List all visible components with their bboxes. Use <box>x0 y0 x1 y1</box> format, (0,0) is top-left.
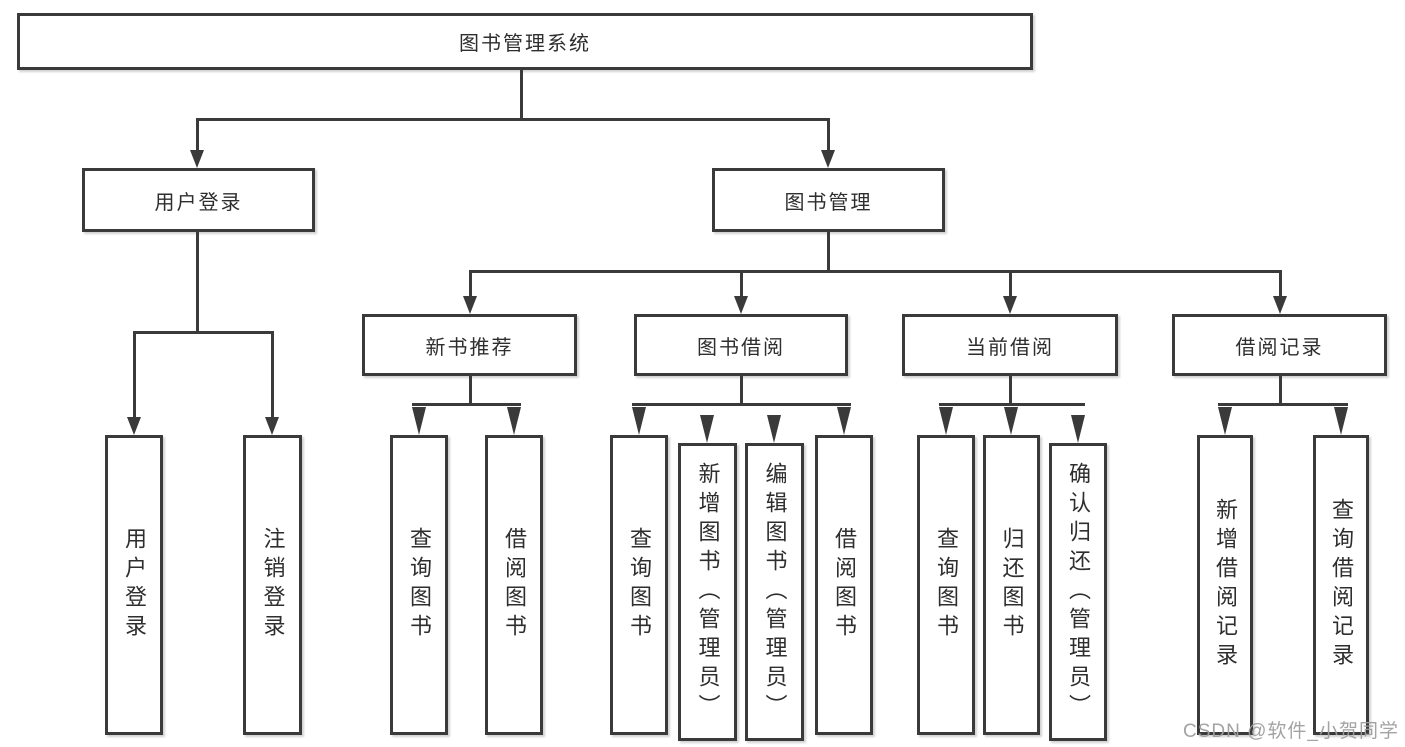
leaf-query-books-current: 查询图书 <box>917 435 975 735</box>
connector-vline <box>196 232 199 333</box>
arrowhead-down-icon <box>127 417 141 435</box>
arrowhead-down-icon <box>700 415 714 443</box>
node-borrowing-records: 借阅记录 <box>1172 314 1387 376</box>
arrowhead-down-icon <box>734 296 748 314</box>
leaf-user-login: 用户登录 <box>105 435 163 735</box>
connector-hline <box>133 331 274 334</box>
connector-vline <box>271 333 274 417</box>
arrowhead-down-icon <box>1003 296 1017 314</box>
connector-vline <box>1279 376 1282 405</box>
connector-vline <box>469 272 472 297</box>
arrowhead-down-icon <box>837 407 851 435</box>
leaf-query-books-borrowing: 查询图书 <box>610 435 668 735</box>
leaf-add-book-admin: 新增图书（管理员） <box>678 443 737 741</box>
connector-hline <box>469 270 1282 273</box>
leaf-edit-book-admin: 编辑图书（管理员） <box>745 443 804 741</box>
node-user-login: 用户登录 <box>82 168 315 232</box>
leaf-label: 编辑图书（管理员） <box>762 461 788 723</box>
leaf-borrow-books-borrowing: 借阅图书 <box>815 435 873 735</box>
node-label: 当前借阅 <box>966 336 1054 359</box>
arrowhead-down-icon <box>1071 415 1085 443</box>
node-label: 图书借阅 <box>697 336 785 359</box>
node-library-system: 图书管理系统 <box>17 13 1033 70</box>
leaf-label: 注销登录 <box>260 527 286 643</box>
node-new-book-recommendation: 新书推荐 <box>362 314 577 376</box>
watermark-text: CSDN @软件_小贺同学 <box>1183 721 1399 742</box>
connector-hline <box>939 403 1085 406</box>
arrowhead-down-icon <box>821 150 835 168</box>
arrowhead-down-icon <box>265 417 279 435</box>
connector-vline <box>740 272 743 297</box>
arrowhead-down-icon <box>412 407 426 435</box>
arrowhead-down-icon <box>632 407 646 435</box>
connector-vline <box>827 232 830 272</box>
connector-hline <box>632 403 851 406</box>
leaf-label: 新增借阅记录 <box>1213 498 1238 672</box>
node-label: 图书管理系统 <box>459 33 591 55</box>
connector-vline <box>827 120 830 150</box>
leaf-query-borrow-record: 查询借阅记录 <box>1313 435 1369 735</box>
leaf-return-book: 归还图书 <box>983 435 1040 735</box>
arrowhead-down-icon <box>1218 407 1232 435</box>
node-current-borrowing: 当前借阅 <box>902 314 1118 376</box>
arrowhead-down-icon <box>190 150 204 168</box>
arrowhead-down-icon <box>507 407 521 435</box>
leaf-logout: 注销登录 <box>243 435 302 735</box>
leaf-label: 借阅图书 <box>832 527 857 643</box>
connector-vline <box>1009 272 1012 297</box>
leaf-label: 新增图书（管理员） <box>695 461 721 723</box>
leaf-borrow-books-recommend: 借阅图书 <box>485 435 543 735</box>
leaf-query-books-recommend: 查询图书 <box>390 435 448 735</box>
node-label: 借阅记录 <box>1235 336 1324 359</box>
connector-vline <box>1009 376 1012 405</box>
arrowhead-down-icon <box>939 407 953 435</box>
node-book-management: 图书管理 <box>712 168 945 232</box>
connector-vline <box>740 376 743 405</box>
leaf-label: 查询图书 <box>627 527 652 643</box>
arrowhead-down-icon <box>463 296 477 314</box>
node-book-borrowing: 图书借阅 <box>634 314 848 376</box>
leaf-label: 用户登录 <box>122 527 147 643</box>
arrowhead-down-icon <box>1004 407 1018 435</box>
connector-vline <box>196 120 199 150</box>
leaf-label: 查询借阅记录 <box>1329 498 1354 672</box>
leaf-label: 查询图书 <box>934 527 959 643</box>
connector-vline <box>469 376 472 405</box>
leaf-add-borrow-record: 新增借阅记录 <box>1197 435 1253 735</box>
connector-vline <box>520 68 523 121</box>
connector-hline <box>1218 403 1348 406</box>
leaf-label: 归还图书 <box>999 527 1025 643</box>
connector-hline <box>196 118 830 121</box>
leaf-label: 借阅图书 <box>502 527 527 643</box>
leaf-confirm-return-admin: 确认归还（管理员） <box>1049 443 1107 741</box>
node-label: 新书推荐 <box>425 336 514 359</box>
arrowhead-down-icon <box>767 415 781 443</box>
leaf-label: 确认归还（管理员） <box>1066 461 1091 723</box>
leaf-label: 查询图书 <box>407 527 432 643</box>
arrowhead-down-icon <box>1334 407 1348 435</box>
connector-vline <box>133 333 136 417</box>
node-label: 用户登录 <box>154 191 243 214</box>
node-label: 图书管理 <box>784 191 873 214</box>
arrowhead-down-icon <box>1273 296 1287 314</box>
connector-hline <box>412 403 521 406</box>
connector-vline <box>1279 272 1282 297</box>
